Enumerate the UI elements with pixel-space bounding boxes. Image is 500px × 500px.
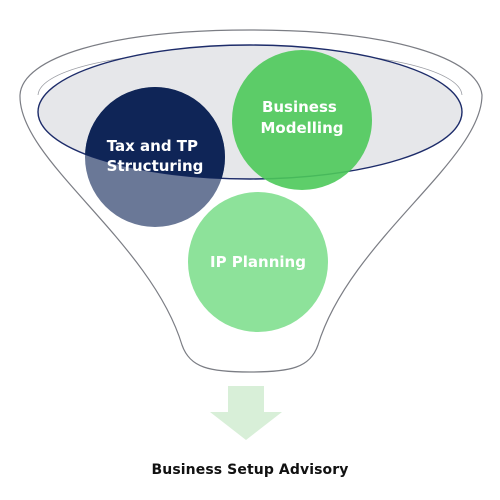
- circle-label-tax-tp: Tax and TP Structuring: [107, 137, 204, 175]
- circle-business-modelling: Business Modelling: [232, 50, 372, 190]
- circle-label-ip-planning: IP Planning: [210, 253, 306, 271]
- circle-ip-planning: IP Planning: [188, 192, 328, 332]
- circle-tax-tp-structuring: Tax and TP Structuring: [85, 87, 225, 227]
- outcome-caption: Business Setup Advisory: [151, 462, 349, 478]
- circle-label-business-modelling: Business Modelling: [261, 98, 344, 137]
- down-arrow-icon: [210, 386, 282, 440]
